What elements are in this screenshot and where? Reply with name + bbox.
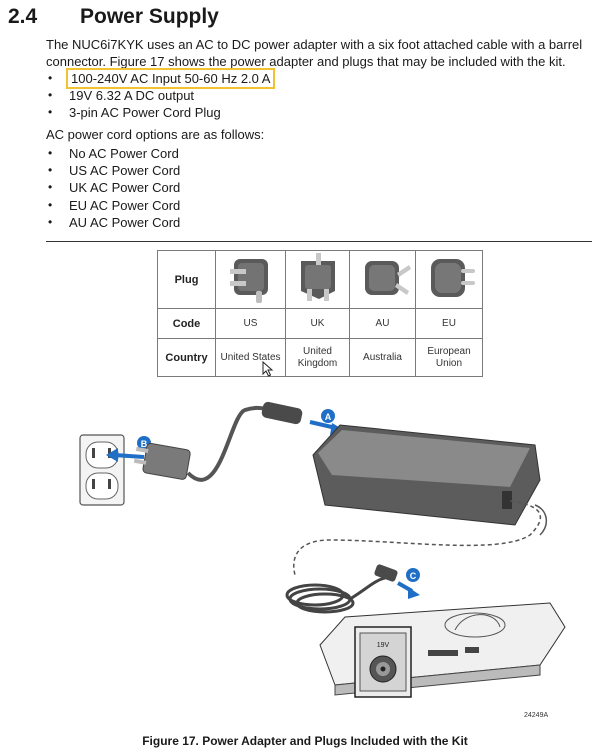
eu-plug-image bbox=[415, 250, 483, 309]
spec-item: 3-pin AC Power Cord Plug bbox=[46, 104, 272, 121]
cord-connector-icon bbox=[261, 401, 303, 425]
spec-item: 19V 6.32 A DC output bbox=[46, 87, 272, 104]
cord-option: EU AC Power Cord bbox=[46, 197, 180, 214]
callout-a-label: A bbox=[325, 412, 332, 422]
highlighted-spec: 100-240V AC Input 50-60 Hz 2.0 A bbox=[65, 68, 276, 89]
section-title: Power Supply bbox=[80, 5, 219, 28]
callout-c-icon: C bbox=[406, 568, 420, 582]
eu-plug-icon bbox=[431, 259, 475, 297]
port-voltage-label: 19V bbox=[377, 642, 390, 649]
uk-plug-image bbox=[285, 250, 350, 309]
country-cell: Australia bbox=[349, 338, 416, 377]
spec-item: 100-240V AC Input 50-60 Hz 2.0 A bbox=[46, 68, 276, 89]
cord-options-list: No AC Power Cord US AC Power Cord UK AC … bbox=[46, 145, 180, 231]
cord-option: No AC Power Cord bbox=[46, 145, 180, 162]
country-row-header: Country bbox=[157, 338, 216, 377]
code-row-header: Code bbox=[157, 308, 216, 339]
plug-table: Plug bbox=[157, 250, 483, 377]
uk-plug-icon bbox=[300, 253, 335, 301]
divider-rule bbox=[46, 241, 592, 242]
country-line: Union bbox=[435, 357, 463, 369]
country-line: European bbox=[427, 345, 471, 357]
intro-paragraph: The NUC6i7KYK uses an AC to DC power ada… bbox=[46, 37, 583, 69]
code-cell: AU bbox=[349, 308, 416, 339]
section-heading: 2.4 Power Supply bbox=[8, 5, 219, 29]
ac-plug-icon bbox=[133, 442, 191, 480]
us-plug-icon bbox=[229, 259, 268, 303]
country-line: Kingdom bbox=[297, 357, 338, 369]
plug-row-header: Plug bbox=[157, 250, 216, 309]
country-line: United bbox=[303, 345, 332, 357]
country-line: United States bbox=[220, 351, 281, 363]
callout-a-icon: A bbox=[321, 409, 335, 423]
code-cell: UK bbox=[285, 308, 350, 339]
callout-c-label: C bbox=[410, 571, 417, 581]
mouse-cursor-icon bbox=[262, 361, 274, 377]
cord-options-heading: AC power cord options are as follows: bbox=[46, 127, 265, 142]
figure-caption: Figure 17. Power Adapter and Plugs Inclu… bbox=[142, 734, 468, 748]
power-adapter-illustration: B A C 19V bbox=[79, 401, 566, 698]
au-plug-image bbox=[349, 250, 416, 309]
figure-id: 24249A bbox=[524, 712, 549, 719]
au-plug-icon bbox=[364, 261, 411, 295]
code-cell: EU bbox=[415, 308, 483, 339]
power-adapter-icon bbox=[312, 424, 541, 526]
cord-option: UK AC Power Cord bbox=[46, 179, 180, 196]
code-cell: US bbox=[215, 308, 286, 339]
callout-b-label: B bbox=[141, 439, 148, 449]
dc-plug-icon bbox=[374, 564, 398, 582]
wall-outlet-icon bbox=[79, 434, 125, 506]
section-number: 2.4 bbox=[8, 5, 38, 28]
dc-port-inset: 19V bbox=[354, 626, 412, 698]
cord-option: AU AC Power Cord bbox=[46, 214, 180, 231]
coiled-cable-icon bbox=[285, 576, 386, 614]
country-line: Australia bbox=[363, 351, 402, 363]
country-cell: United States bbox=[215, 338, 286, 377]
cord-option: US AC Power Cord bbox=[46, 162, 180, 179]
us-plug-image bbox=[215, 250, 286, 309]
spec-list: 100-240V AC Input 50-60 Hz 2.0 A 19V 6.3… bbox=[46, 68, 276, 122]
